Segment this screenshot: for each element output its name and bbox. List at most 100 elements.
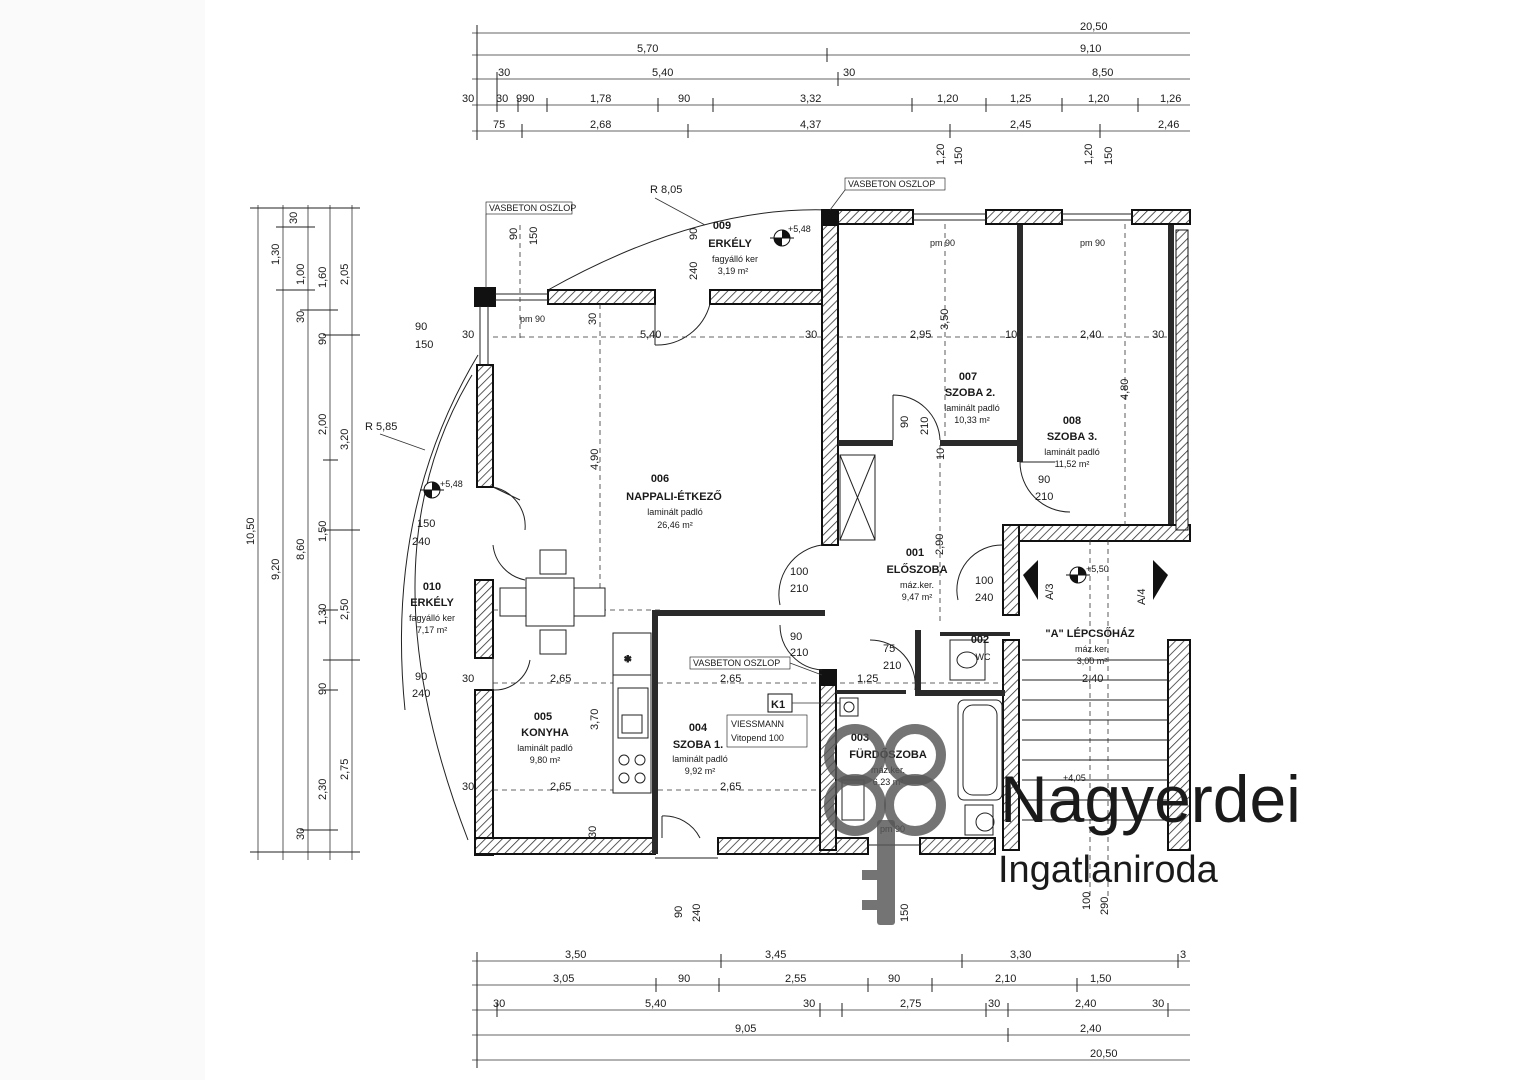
top-dim: 1,78 [590, 93, 611, 105]
top-dim: 4,37 [800, 119, 821, 131]
level-label: +4,05 [1063, 773, 1086, 783]
key-logo-icon [824, 724, 946, 925]
section-markers: A/3 A/4 [1023, 560, 1168, 605]
bottom-dim: 2,10 [995, 973, 1016, 985]
bottom-dim: 2,40 [1075, 998, 1096, 1010]
bottom-dim: 2,40 [1080, 1023, 1101, 1035]
inner-dim: 240 [688, 262, 700, 280]
left-dim: 1,00 [295, 264, 307, 285]
top-dim: 2,46 [1158, 119, 1179, 131]
inner-dim: 5,40 [640, 329, 661, 341]
inner-dim: 4,80 [1119, 379, 1131, 400]
inner-dim: 150 [417, 518, 435, 530]
inner-dim: 1,20 [935, 144, 947, 165]
bottom-dim: 3,45 [765, 949, 786, 961]
level-label: +5,48 [440, 479, 463, 489]
column [822, 210, 838, 226]
room-004: 004 SZOBA 1. laminált padló 9,92 m² [672, 722, 728, 776]
room-name: SZOBA 1. [673, 739, 723, 751]
inner-dim: 90 [688, 228, 700, 240]
inner-dim: 240 [412, 536, 430, 548]
left-dim: 3,20 [339, 429, 351, 450]
top-dim: 30 [462, 93, 474, 105]
kitchen-units: ✱ [612, 632, 652, 794]
inner-dim: 30 [462, 781, 474, 793]
inner-dim: 2,65 [720, 673, 741, 685]
room-001: 001 ELŐSZOBA máz.ker. 9,47 m² [886, 547, 947, 602]
room-stairwell: "A" LÉPCSŐHÁZ máz.ker. 3,00 m² [1045, 627, 1135, 666]
left-dim: 2,30 [317, 779, 329, 800]
level-label: +5,50 [1086, 564, 1109, 574]
inner-dim: 30 [462, 329, 474, 341]
left-dim: 9,20 [270, 559, 282, 580]
window-label: pm 90 [520, 314, 545, 324]
room-area: 10,33 m² [954, 415, 990, 425]
left-dim: 8,60 [295, 539, 307, 560]
top-dim: 5,70 [637, 43, 658, 55]
inner-dim: 90 [415, 671, 427, 683]
top-dim: 90 [678, 93, 690, 105]
left-dim: 2,00 [317, 414, 329, 435]
top-dim: 9,10 [1080, 43, 1101, 55]
dining-table [499, 549, 606, 655]
inner-dim: 30 [587, 826, 599, 838]
inner-dim: 90 [1038, 474, 1050, 486]
room-id: 007 [959, 371, 977, 383]
room-area: 9,47 m² [902, 592, 933, 602]
watermark: Nagyerdei Ingatlaniroda [824, 724, 1301, 925]
room-area: 7,17 m² [417, 625, 448, 635]
bottom-dim: 30 [1152, 998, 1164, 1010]
room-002: 002 WC [971, 634, 991, 662]
room-floor: laminált padló [647, 507, 703, 517]
room-005: 005 KONYHA laminált padló 9,80 m² [517, 711, 573, 765]
scan-margin-left [0, 0, 205, 1080]
room-floor: laminált padló [1044, 447, 1100, 457]
room-id: 010 [423, 581, 441, 593]
scan-margin-right [1190, 0, 1527, 760]
brand-subtitle: Ingatlaniroda [998, 849, 1219, 891]
inner-dim: 75 [883, 643, 895, 655]
room-name: NAPPALI-ÉTKEZŐ [626, 490, 722, 503]
shaft-cross [839, 454, 876, 541]
level-marker-icon [1066, 566, 1090, 584]
room-009: 009 ERKÉLY fagyálló ker 3,19 m² [708, 220, 758, 276]
bottom-dim: 2,75 [900, 998, 921, 1010]
level-marker-icon [770, 229, 794, 247]
room-area: 3,00 m² [1077, 656, 1108, 666]
inner-dim: 210 [883, 660, 901, 672]
room-area: 9,92 m² [685, 766, 716, 776]
inner-dim: 90 [790, 631, 802, 643]
inner-dim: 2,40 [1082, 673, 1103, 685]
inner-dim: 30 [462, 673, 474, 685]
inner-dim: 210 [790, 583, 808, 595]
top-dimension-lines: 20,50 5,70 9,10 30 5,40 30 8,50 30 30 99… [462, 21, 1190, 140]
inner-dim: 100 [975, 575, 993, 587]
left-dim: 30 [295, 828, 307, 840]
room-floor: fagyálló ker [712, 254, 758, 264]
top-dim: 5,40 [652, 67, 673, 79]
walls [474, 209, 1191, 856]
inner-dim: 210 [1035, 491, 1053, 503]
room-name: ERKÉLY [708, 237, 752, 250]
room-area: 9,80 m² [530, 755, 561, 765]
inner-dim: 3,50 [939, 309, 951, 330]
inner-dim: 1,20 [1083, 144, 1095, 165]
inner-dim: 2,95 [910, 329, 931, 341]
left-dim: 90 [317, 333, 329, 345]
room-name: ERKÉLY [410, 596, 454, 609]
left-dim: 1,30 [270, 244, 282, 265]
room-floor: fagyálló ker [409, 613, 455, 623]
left-dim: 2,05 [339, 264, 351, 285]
inner-dim: 100 [1081, 892, 1093, 910]
inner-dim: 90 [673, 906, 685, 918]
doors [492, 303, 1071, 839]
room-floor: máz.ker. [900, 580, 934, 590]
room-name: SZOBA 3. [1047, 431, 1097, 443]
bath-fixtures [839, 639, 1003, 836]
inner-dim: 30 [587, 313, 599, 325]
bottom-dim: 90 [888, 973, 900, 985]
top-dim: 2,45 [1010, 119, 1031, 131]
inner-dim: 150 [415, 339, 433, 351]
top-dim: 3,32 [800, 93, 821, 105]
room-008: 008 SZOBA 3. laminált padló 11,52 m² [1044, 415, 1100, 469]
